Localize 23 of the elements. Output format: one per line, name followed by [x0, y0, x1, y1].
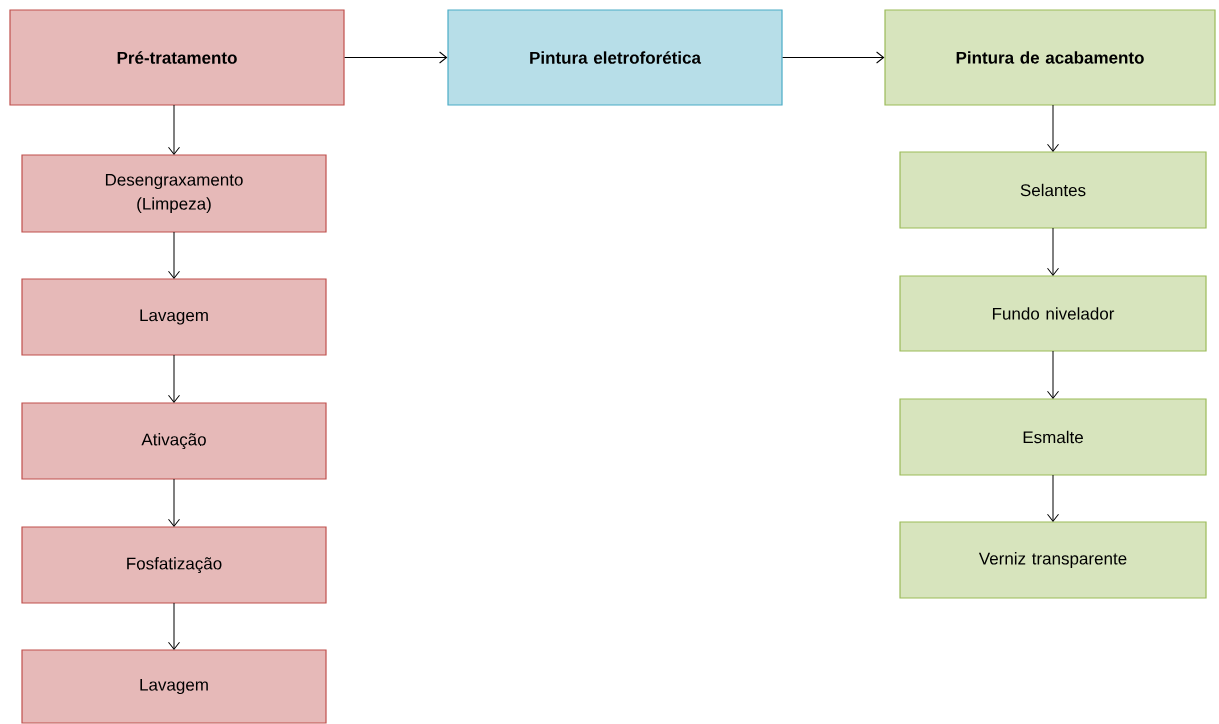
- stage-box: Pintura de acabamento: [884, 9, 1216, 106]
- step-box: Verniz transparente: [899, 521, 1207, 599]
- step-box: Fosfatização: [21, 526, 327, 604]
- step-box: Selantes: [899, 151, 1207, 229]
- arrow: [344, 51, 448, 64]
- arrow: [168, 104, 180, 155]
- arrow: [168, 478, 180, 527]
- step-box: Lavagem: [21, 649, 327, 724]
- step-box: Fundo nivelador: [899, 275, 1207, 352]
- arrow: [1047, 350, 1059, 399]
- arrow: [782, 51, 885, 64]
- step-box: Lavagem: [21, 278, 327, 356]
- arrow: [1047, 227, 1059, 276]
- step-box: Desengraxamento (Limpeza): [21, 154, 327, 233]
- step-box: Ativação: [21, 402, 327, 480]
- arrow: [1047, 104, 1059, 152]
- arrow: [168, 354, 180, 403]
- arrow: [168, 602, 180, 650]
- arrow: [1047, 474, 1059, 522]
- stage-box: Pintura eletroforética: [447, 9, 783, 106]
- arrow: [168, 231, 180, 279]
- step-box: Esmalte: [899, 398, 1207, 476]
- stage-box: Pré-tratamento: [9, 9, 345, 106]
